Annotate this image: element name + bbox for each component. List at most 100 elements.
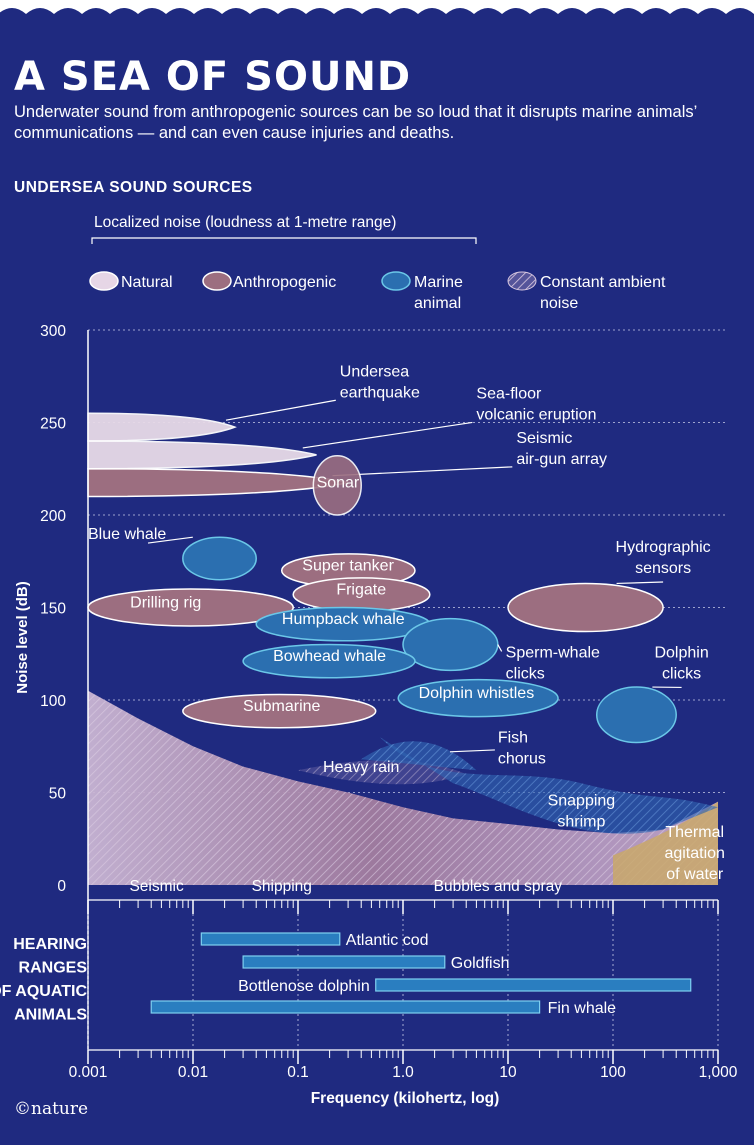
leader-line <box>225 399 336 421</box>
leader-line <box>616 581 664 585</box>
source-shape <box>595 686 677 744</box>
source-marine: Bowhead whale <box>242 643 416 679</box>
wave-shape <box>0 0 754 14</box>
source-marine: Dolphin whistles <box>397 678 559 718</box>
source-label: Frigate <box>336 582 386 599</box>
ambient-band-label: Shipping <box>252 878 312 895</box>
source-label: Submarine <box>243 698 320 715</box>
legend-label: Anthropogenic <box>233 274 336 291</box>
ambient-band-label: Seismic <box>129 878 184 895</box>
legend-label: Natural <box>121 274 173 291</box>
x-tick-label: 10 <box>499 1064 517 1081</box>
source-label: Blue whale <box>88 526 166 543</box>
source-shape <box>507 582 664 633</box>
legend-bracket <box>91 237 477 244</box>
source-shape <box>182 693 377 729</box>
source-shape <box>242 643 416 679</box>
leader-line <box>497 644 503 652</box>
y-tick-label: 250 <box>40 416 66 433</box>
source-shape <box>312 455 362 516</box>
hearing-bar <box>200 932 341 946</box>
hearing-range: Bottlenose dolphin <box>238 978 692 995</box>
hearing-label: Fin whale <box>548 1000 617 1017</box>
source-marine: Blue whale <box>88 526 257 581</box>
wave-decoration <box>0 0 754 14</box>
page-subtitle: Underwater sound from anthropogenic sour… <box>14 103 697 142</box>
fish-chorus-mound <box>361 741 477 771</box>
y-tick-label: 150 <box>40 601 66 618</box>
source-shape <box>87 412 237 442</box>
source-anthropogenic: Sonar <box>312 455 362 516</box>
hearing-label: Bottlenose dolphin <box>238 978 370 995</box>
ambient-noise-area: Seismic Shipping Bubbles and spray <box>88 690 718 895</box>
source-anthropogenic: Frigate <box>292 577 431 612</box>
x-tick-label: 1,000 <box>699 1064 738 1081</box>
x-axis-label: Frequency (kilohertz, log) <box>311 1090 500 1107</box>
y-tick-label: 200 <box>40 508 66 525</box>
source-anthropogenic: Submarine <box>182 693 377 729</box>
thermal-area <box>613 801 718 885</box>
ambient-hatch <box>88 690 718 885</box>
x-tick-label: 0.1 <box>287 1064 309 1081</box>
leader-line <box>147 536 193 544</box>
source-label: Humpback whale <box>282 611 405 628</box>
legend-item: Anthropogenic <box>202 271 336 291</box>
ambient-band-label: Bubbles and spray <box>434 878 563 895</box>
section-title: UNDERSEA SOUND SOURCES <box>14 179 253 196</box>
source-shape <box>397 678 559 718</box>
leader-line <box>332 466 513 477</box>
hearing-bar <box>150 1000 541 1014</box>
legend-swatch <box>202 271 232 291</box>
leader-line <box>449 749 495 753</box>
source-label: Dolphin whistles <box>419 685 535 702</box>
legend-heading: Localized noise (loudness at 1-metre ran… <box>94 214 397 231</box>
source-shape <box>182 536 257 581</box>
source-label: Sonar <box>317 474 360 491</box>
y-tick-label: 300 <box>40 323 66 340</box>
source-marine: Humpback whale <box>255 606 431 642</box>
hearing-range: Atlantic cod <box>200 932 429 949</box>
source-shape <box>402 617 499 672</box>
x-tick-label: 0.001 <box>69 1064 108 1081</box>
source-shape <box>87 467 349 498</box>
hearing-label: Goldfish <box>451 955 510 972</box>
hearing-range: Goldfish <box>242 955 510 972</box>
source-label: Super tanker <box>302 558 394 575</box>
y-tick-label: 0 <box>57 878 66 895</box>
leader-line <box>302 421 473 449</box>
legend-swatch <box>89 271 119 291</box>
hearing-label: Atlantic cod <box>346 932 429 949</box>
page-title: A SEA OF SOUND <box>14 54 412 100</box>
y-tick-label: 50 <box>49 786 67 803</box>
hearing-bar <box>375 978 692 992</box>
source-label: Bowhead whale <box>273 648 386 665</box>
snapping-shrimp-band <box>379 737 718 834</box>
source-label: Drilling rig <box>130 595 201 612</box>
source-label: Heavy rain <box>323 759 399 776</box>
x-tick-label: 0.01 <box>178 1064 208 1081</box>
y-tick-label: 100 <box>40 693 66 710</box>
hearing-bar <box>242 955 446 969</box>
